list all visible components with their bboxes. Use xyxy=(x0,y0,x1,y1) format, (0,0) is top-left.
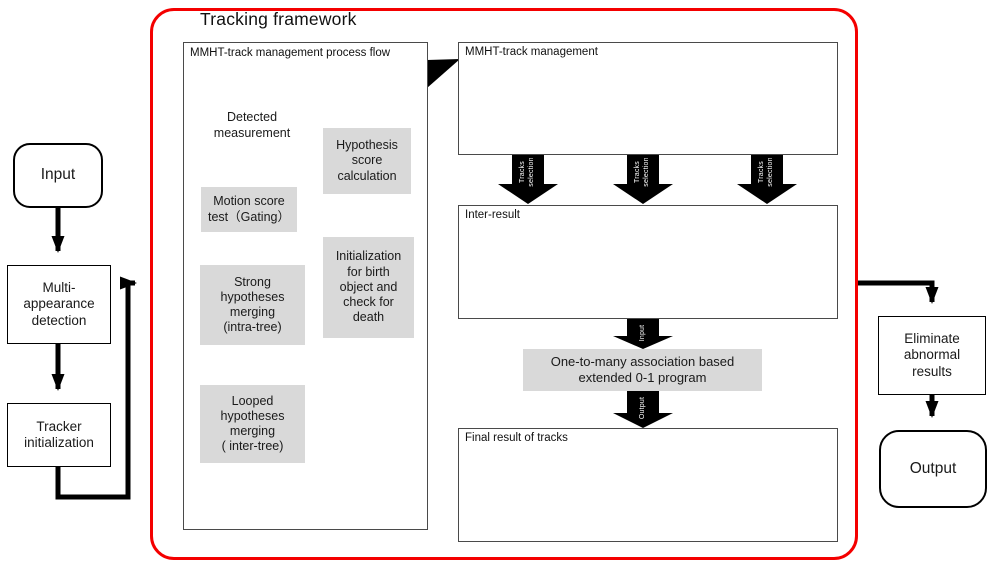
input-arrow-label: Input xyxy=(638,324,646,342)
process-flow-title: MMHT-track management process flow xyxy=(190,47,391,59)
tracks-selection-label-1: Tracks selection xyxy=(519,157,535,187)
final-result-panel xyxy=(458,428,838,542)
mmht-track-management-title: MMHT-track management xyxy=(465,46,598,58)
initialization-birth-death-box: Initialization for birth object and chec… xyxy=(323,237,414,338)
final-result-title: Final result of tracks xyxy=(465,432,568,444)
eliminate-abnormal-results-box: Eliminate abnormal results xyxy=(878,316,986,395)
input-terminal: Input xyxy=(13,143,103,208)
arrow-frame-to-eliminate xyxy=(858,280,939,304)
frame-title: Tracking framework xyxy=(200,9,357,29)
hypothesis-score-calculation-box: Hypothesis score calculation xyxy=(323,128,411,194)
mmht-track-management-panel xyxy=(458,42,838,155)
tracks-selection-label-2: Tracks selection xyxy=(634,157,650,187)
multi-appearance-detection-box: Multi- appearance detection xyxy=(7,265,111,344)
tracking-framework-border xyxy=(150,8,858,560)
tracker-initialization-box: Tracker initialization xyxy=(7,403,111,467)
output-terminal: Output xyxy=(879,430,987,508)
inter-result-title: Inter-result xyxy=(465,209,520,221)
tracks-selection-label-3: Tracks selection xyxy=(758,157,774,187)
inter-result-panel xyxy=(458,205,838,319)
output-arrow-label: Output xyxy=(638,396,646,420)
strong-hypotheses-merging-box: Strong hypotheses merging (intra-tree) xyxy=(200,265,305,345)
looped-hypotheses-merging-box: Looped hypotheses merging ( inter-tree) xyxy=(200,385,305,463)
detected-measurement-label: Detected measurement xyxy=(213,110,291,140)
association-program-box: One-to-many association based extended 0… xyxy=(523,349,762,391)
motion-score-test-box: Motion score test（Gating） xyxy=(201,187,297,232)
